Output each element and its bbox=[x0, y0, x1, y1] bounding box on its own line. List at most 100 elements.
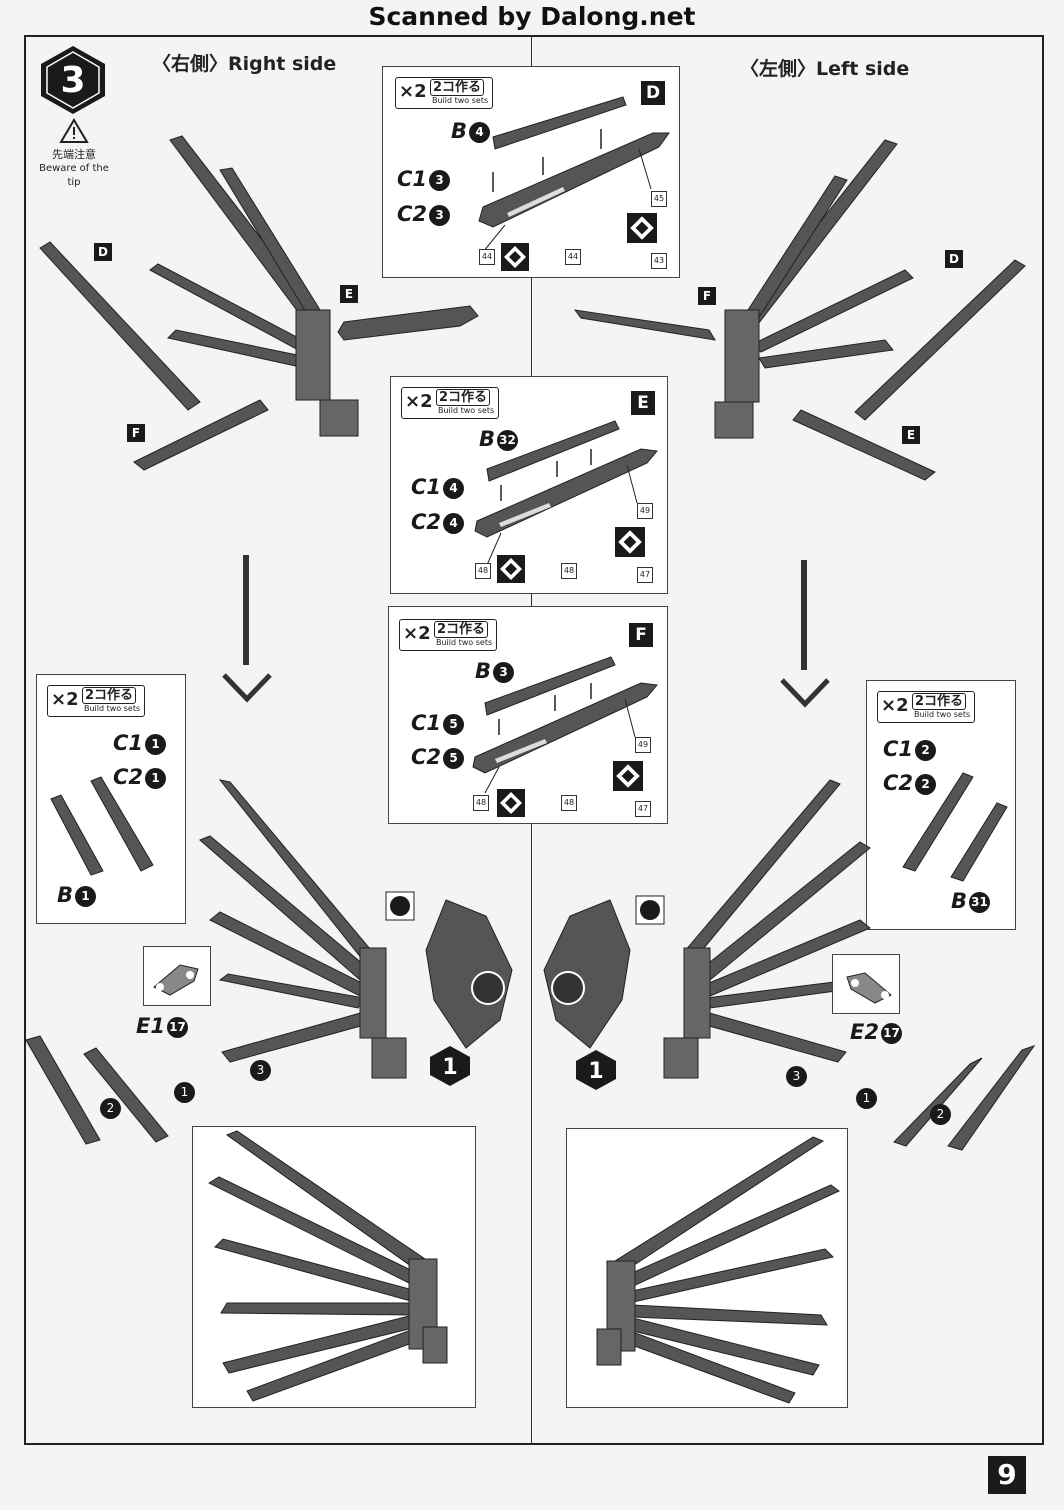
warning-en: Beware of the tip bbox=[39, 163, 109, 188]
svg-text:1: 1 bbox=[588, 1059, 603, 1084]
final-left-wing-illustration bbox=[596, 1136, 840, 1404]
swap-icon bbox=[501, 243, 529, 271]
callout-f: F bbox=[127, 424, 145, 442]
page-number: 9 bbox=[988, 1456, 1026, 1494]
connector-detail-right bbox=[143, 946, 211, 1006]
peg-icon bbox=[635, 895, 665, 925]
tip-warning: 先端注意 Beware of the tip bbox=[34, 118, 114, 190]
step-number-badge: 3 bbox=[41, 46, 105, 114]
connector-icon bbox=[846, 972, 892, 1004]
left-side-title: 〈左側〉Left side bbox=[740, 58, 910, 80]
part-ref: 49 bbox=[637, 503, 653, 519]
sequence-number: 3 bbox=[250, 1060, 271, 1081]
sequence-number: 3 bbox=[786, 1066, 807, 1087]
assembly-ref-badge: 1 bbox=[576, 1050, 616, 1090]
shoulder-armor-part bbox=[543, 899, 631, 1049]
feather-parts-illustration bbox=[50, 776, 154, 876]
left-wing-mid-illustration bbox=[663, 779, 871, 1079]
shoulder-armor-part bbox=[425, 899, 513, 1049]
swap-icon bbox=[613, 761, 643, 791]
panel-letter-f: F bbox=[629, 623, 653, 647]
sequence-number: 2 bbox=[100, 1098, 121, 1119]
sequence-number: 1 bbox=[174, 1082, 195, 1103]
feather-pair-right bbox=[25, 1035, 169, 1145]
assembly-ref-badge: 1 bbox=[430, 1046, 470, 1086]
part-ref: 43 bbox=[651, 253, 667, 269]
feather-parts-illustration bbox=[902, 772, 1008, 882]
part-ref: 48 bbox=[561, 563, 577, 579]
sequence-number: 2 bbox=[930, 1104, 951, 1125]
callout-e: E bbox=[902, 426, 920, 444]
warning-triangle-icon bbox=[59, 118, 89, 143]
sequence-number: 1 bbox=[856, 1088, 877, 1109]
down-arrow-icon bbox=[222, 555, 272, 703]
part-ref: 45 bbox=[651, 191, 667, 207]
right-side-title: 〈右側〉Right side bbox=[152, 53, 337, 75]
blade-d-illustration bbox=[478, 96, 670, 253]
warning-jp: 先端注意 bbox=[52, 148, 96, 161]
down-arrow-icon bbox=[780, 560, 830, 708]
right-wing-mid-illustration bbox=[199, 779, 407, 1079]
part-ref: 48 bbox=[561, 795, 577, 811]
peg-icon bbox=[385, 891, 415, 921]
part-ref: 49 bbox=[635, 737, 651, 753]
panel-letter-e: E bbox=[631, 391, 655, 415]
scan-watermark: Scanned by Dalong.net bbox=[368, 2, 696, 31]
swap-icon bbox=[615, 527, 645, 557]
swap-icon bbox=[497, 789, 525, 817]
part-ref: 47 bbox=[635, 801, 651, 817]
step-number: 3 bbox=[60, 60, 85, 101]
part-ref: 47 bbox=[637, 567, 653, 583]
blade-e-illustration bbox=[474, 420, 658, 566]
final-left-wing-box bbox=[566, 1128, 848, 1408]
feather-pair-left bbox=[893, 1045, 1036, 1151]
swap-icon bbox=[627, 213, 657, 243]
final-right-wing-box bbox=[192, 1126, 476, 1408]
swap-icon bbox=[497, 555, 525, 583]
part-ref: 44 bbox=[565, 249, 581, 265]
left-wing-top-illustration bbox=[573, 139, 1026, 481]
part-ref: 44 bbox=[479, 249, 495, 265]
part-ref: 48 bbox=[473, 795, 489, 811]
panel-letter-d: D bbox=[641, 81, 665, 105]
blade-f-illustration bbox=[472, 656, 658, 794]
callout-f: F bbox=[698, 287, 716, 305]
final-right-wing-illustration bbox=[207, 1130, 448, 1402]
callout-d: D bbox=[945, 250, 963, 268]
svg-text:1: 1 bbox=[442, 1055, 457, 1080]
right-wing-top-illustration bbox=[39, 135, 359, 471]
connector-icon bbox=[153, 964, 199, 996]
callout-e: E bbox=[340, 285, 358, 303]
page-frame bbox=[24, 35, 1044, 1445]
callout-d: D bbox=[94, 243, 112, 261]
blade-e-part bbox=[337, 305, 479, 341]
part-ref: 48 bbox=[475, 563, 491, 579]
